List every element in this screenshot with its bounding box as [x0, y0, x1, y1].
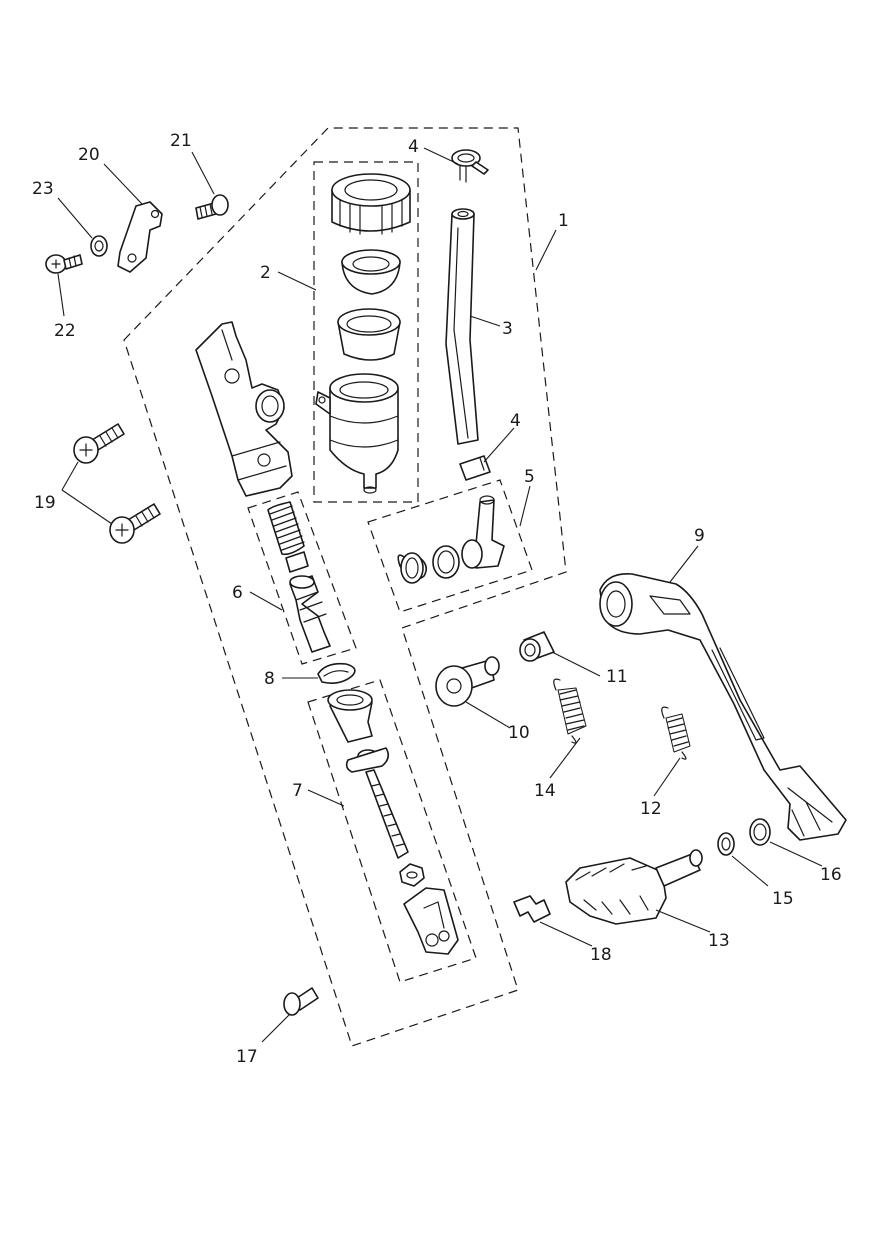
- spring-14[interactable]: [553, 678, 587, 744]
- callout-13: 13: [708, 931, 730, 951]
- reservoir-assembly[interactable]: [315, 173, 411, 494]
- bolts-19-part[interactable]: [73, 423, 161, 544]
- callout-18: 18: [590, 945, 612, 965]
- callout-4-top: 4: [408, 137, 419, 157]
- callout-1: 1: [558, 211, 569, 231]
- pin-17[interactable]: [283, 987, 319, 1016]
- callout-12: 12: [640, 799, 662, 819]
- leader-lines: [57, 147, 823, 1043]
- hose-part[interactable]: [445, 208, 479, 445]
- callout-17: 17: [236, 1047, 258, 1067]
- callout-5: 5: [524, 467, 535, 487]
- bolt-21-part[interactable]: [195, 194, 229, 220]
- master-cylinder-body[interactable]: [195, 321, 293, 497]
- callout-7: 7: [292, 781, 303, 801]
- callout-3: 3: [502, 319, 513, 339]
- callout-8: 8: [264, 669, 275, 689]
- group-5-outline: [367, 479, 533, 613]
- callout-21: 21: [170, 131, 192, 151]
- callout-16: 16: [820, 865, 842, 885]
- callout-9: 9: [694, 526, 705, 546]
- callout-22: 22: [54, 321, 76, 341]
- footpeg-13[interactable]: [565, 849, 703, 925]
- spring-12[interactable]: [661, 706, 691, 760]
- callout-4-lower: 4: [510, 411, 521, 431]
- group-6-outline: [247, 491, 357, 665]
- pushrod-kit-7[interactable]: [327, 689, 459, 955]
- group-7-outline: [307, 679, 477, 983]
- group-outlines: [123, 127, 567, 1047]
- brake-pedal-9[interactable]: [599, 573, 847, 841]
- callout-labels: 1 2 3 4 4 5 6 7 8 9 10 11 12 13 14 15 16…: [32, 131, 842, 1067]
- callout-6: 6: [232, 583, 243, 603]
- bracket-part[interactable]: [117, 201, 163, 273]
- callout-2: 2: [260, 263, 271, 283]
- hose-clip-lower[interactable]: [459, 455, 491, 481]
- seal-kit-5[interactable]: [397, 495, 505, 584]
- callout-11: 11: [606, 667, 628, 687]
- screw-22-part[interactable]: [45, 254, 83, 274]
- pivot-bolt-10[interactable]: [435, 656, 500, 707]
- hose-clip-top[interactable]: [451, 149, 489, 183]
- bush-11[interactable]: [519, 631, 555, 662]
- clip-18[interactable]: [513, 895, 551, 923]
- callout-23: 23: [32, 179, 54, 199]
- circlip-15[interactable]: [717, 832, 735, 856]
- piston-kit-6[interactable]: [267, 501, 331, 653]
- callout-14: 14: [534, 781, 556, 801]
- callout-19: 19: [34, 493, 56, 513]
- callout-20: 20: [78, 145, 100, 165]
- washer-16[interactable]: [749, 818, 771, 846]
- circlip-8[interactable]: [317, 662, 356, 684]
- washer-23-part[interactable]: [90, 235, 108, 257]
- group-2-outline: [313, 161, 419, 503]
- callout-15: 15: [772, 889, 794, 909]
- callout-10: 10: [508, 723, 530, 743]
